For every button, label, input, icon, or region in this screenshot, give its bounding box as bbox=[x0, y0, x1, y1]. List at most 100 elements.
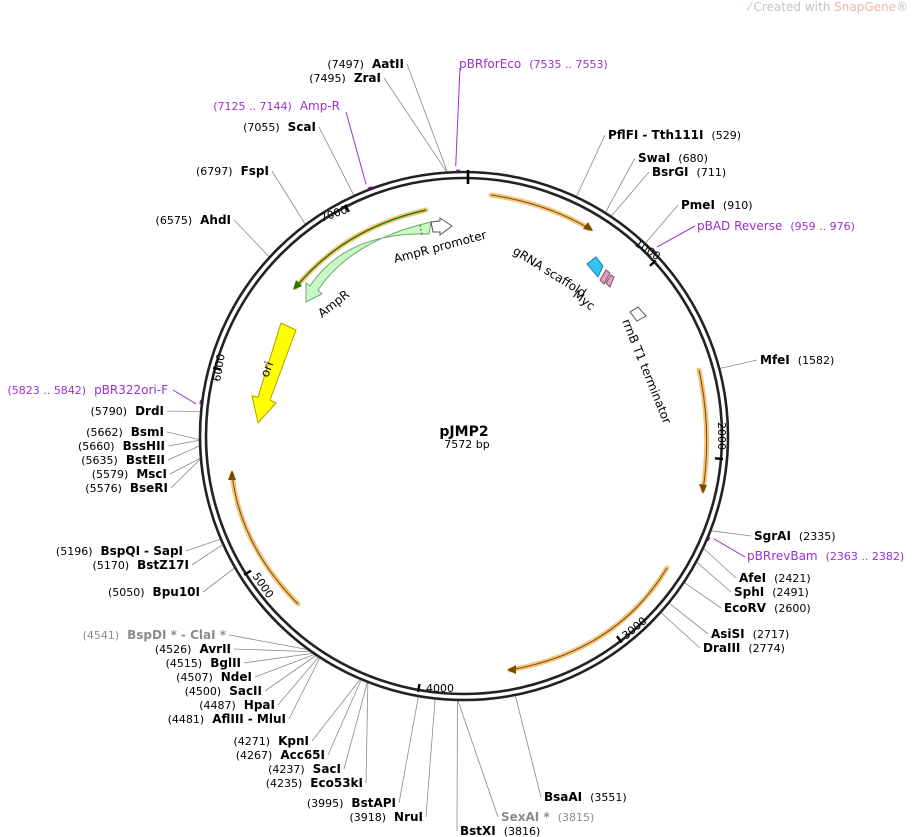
backbone bbox=[198, 170, 730, 702]
ampr-promoter-arc-arrowhead bbox=[293, 280, 302, 290]
orf-arcs bbox=[228, 192, 710, 674]
snapgene-logo-icon: ⁄ bbox=[748, 0, 751, 14]
tick-label-2000: 2000 bbox=[715, 422, 728, 450]
orf-arc-1 bbox=[488, 192, 593, 232]
site-label-34[interactable]: (5196)BspQI- SapI bbox=[56, 544, 183, 558]
site-label-35[interactable]: (5576)BseRI bbox=[85, 481, 168, 495]
site-label-11[interactable]: AfeI(2421) bbox=[739, 571, 811, 585]
site-leader-1 bbox=[383, 77, 448, 173]
site-leader-21 bbox=[365, 681, 369, 784]
site-leader-27 bbox=[264, 654, 317, 692]
primer-leader-3 bbox=[713, 538, 746, 558]
site-leader-lines bbox=[166, 63, 758, 832]
site-label-16[interactable]: BsaAI(3551) bbox=[544, 790, 627, 804]
snapgene-watermark: ⁄Created with SnapGene® bbox=[749, 0, 908, 14]
site-label-25[interactable]: (4481)AflIII- MluI bbox=[168, 712, 286, 726]
plasmid-length: 7572 bp bbox=[444, 438, 489, 451]
site-label-31[interactable]: (4541)BspDI *- ClaI * bbox=[83, 628, 227, 642]
site-leader-23 bbox=[327, 679, 362, 756]
site-label-19[interactable]: (3918)NruI bbox=[349, 810, 423, 824]
features: AmpR promoter AmpR ori gRNA scaffold Myc… bbox=[251, 217, 674, 426]
site-label-12[interactable]: SphI(2491) bbox=[734, 585, 809, 599]
feature-myc bbox=[599, 269, 611, 285]
tick-label-6000: 6000 bbox=[210, 353, 228, 383]
tick-mark-3000 bbox=[615, 635, 623, 644]
site-label-33[interactable]: (5170)BstZ17I bbox=[93, 558, 189, 572]
backbone-outer-circle bbox=[198, 170, 730, 702]
site-label-21[interactable]: (4235)Eco53kI bbox=[266, 776, 363, 790]
site-label-1[interactable]: (7495)ZraI bbox=[309, 71, 381, 85]
feature-myc-2 bbox=[605, 274, 615, 288]
site-label-18[interactable]: BstXI(3816) bbox=[460, 824, 540, 837]
site-label-3[interactable]: (6797)FspI bbox=[196, 164, 269, 178]
site-label-32[interactable]: (5050)Bpu10I bbox=[108, 585, 200, 599]
site-label-2[interactable]: (7055)ScaI bbox=[243, 120, 316, 134]
watermark-brand: SnapGene bbox=[834, 0, 896, 14]
feature-grna-scaffold bbox=[586, 256, 604, 278]
site-leader-22 bbox=[343, 681, 368, 770]
site-label-20[interactable]: (3995)BstAPI bbox=[307, 796, 396, 810]
site-label-37[interactable]: (5635)BstEII bbox=[81, 453, 165, 467]
primer-label-3[interactable]: pBRrevBam(2363 .. 2382) bbox=[747, 549, 904, 563]
primer-label-2[interactable]: pBAD Reverse(959 .. 976) bbox=[697, 219, 855, 233]
site-leader-6 bbox=[604, 157, 636, 214]
site-label-36[interactable]: (5579)MscI bbox=[92, 467, 167, 481]
feature-label-rrnb-t1-terminator: rrnB T1 terminator bbox=[619, 317, 674, 426]
site-label-38[interactable]: (5660)BssHII bbox=[78, 439, 165, 453]
tick-label-7000: 7000 bbox=[319, 203, 350, 225]
site-leader-17 bbox=[457, 699, 499, 818]
watermark-suffix: ® bbox=[896, 0, 908, 14]
tick-label-4000: 4000 bbox=[426, 682, 454, 695]
site-leader-39 bbox=[166, 431, 201, 441]
site-leader-15 bbox=[660, 611, 701, 649]
tick-mark-4000 bbox=[416, 683, 421, 693]
site-leader-2 bbox=[318, 126, 355, 197]
site-label-0[interactable]: (7497)AatII bbox=[327, 57, 404, 71]
site-label-17[interactable]: SexAI *(3815) bbox=[501, 810, 594, 824]
site-label-28[interactable]: (4507)NdeI bbox=[176, 670, 252, 684]
site-label-8[interactable]: PmeI(910) bbox=[681, 198, 753, 212]
site-label-4[interactable]: (6575)AhdI bbox=[156, 213, 231, 227]
site-label-30[interactable]: (4526)AvrII bbox=[155, 642, 231, 656]
orf-arc-1-arrowhead bbox=[583, 222, 593, 231]
primer-label-0[interactable]: pBRforEco(7535 .. 7553) bbox=[459, 57, 608, 71]
site-label-23[interactable]: (4267)Acc65I bbox=[236, 748, 325, 762]
orf-arc-3-line bbox=[509, 567, 668, 671]
tick-mark-6000 bbox=[212, 366, 222, 371]
site-label-9[interactable]: MfeI(1582) bbox=[760, 353, 834, 367]
ampr-promoter-arc-line bbox=[295, 209, 427, 288]
site-label-10[interactable]: SgrAI(2335) bbox=[754, 529, 835, 543]
primer-label-4[interactable]: (5823 .. 5842)pBR322ori-F bbox=[8, 383, 169, 397]
orf-arc-3-arrowhead bbox=[507, 665, 516, 674]
site-label-14[interactable]: AsiSI(2717) bbox=[711, 627, 789, 641]
orf-arc-4-arrowhead bbox=[228, 470, 236, 480]
site-label-39[interactable]: (5662)BsmI bbox=[86, 425, 164, 439]
site-label-27[interactable]: (4500)SacII bbox=[185, 684, 262, 698]
site-label-26[interactable]: (4487)HpaI bbox=[199, 698, 275, 712]
orf-arc-2-line bbox=[698, 369, 708, 491]
feature-ampr-promoter-arrow bbox=[430, 217, 453, 236]
site-leader-33 bbox=[191, 543, 224, 566]
site-label-6[interactable]: SwaI(680) bbox=[638, 151, 708, 165]
site-leader-8 bbox=[644, 204, 679, 245]
site-leader-14 bbox=[668, 602, 709, 635]
site-leader-28 bbox=[254, 653, 316, 678]
site-leader-0 bbox=[406, 63, 448, 173]
site-label-5[interactable]: PflFI- Tth111I(529) bbox=[608, 128, 741, 142]
feature-label-ori: ori bbox=[258, 360, 276, 379]
site-label-7[interactable]: BsrGI(711) bbox=[652, 165, 726, 179]
site-label-15[interactable]: DraIII(2774) bbox=[703, 641, 785, 655]
primer-leader-1 bbox=[345, 111, 367, 185]
primer-label-1[interactable]: (7125 .. 7144)Amp-R bbox=[213, 99, 340, 113]
site-label-22[interactable]: (4237)SacI bbox=[268, 762, 341, 776]
site-leader-34 bbox=[185, 538, 222, 552]
site-leader-12 bbox=[695, 561, 732, 593]
tick-mark-5000 bbox=[243, 569, 252, 576]
site-leader-13 bbox=[683, 581, 722, 609]
site-label-24[interactable]: (4271)KpnI bbox=[234, 734, 309, 748]
site-label-29[interactable]: (4515)BglII bbox=[166, 656, 241, 670]
site-label-40[interactable]: (5790)DrdI bbox=[90, 404, 164, 418]
site-label-13[interactable]: EcoRV(2600) bbox=[724, 601, 811, 615]
site-leader-10 bbox=[710, 530, 752, 537]
